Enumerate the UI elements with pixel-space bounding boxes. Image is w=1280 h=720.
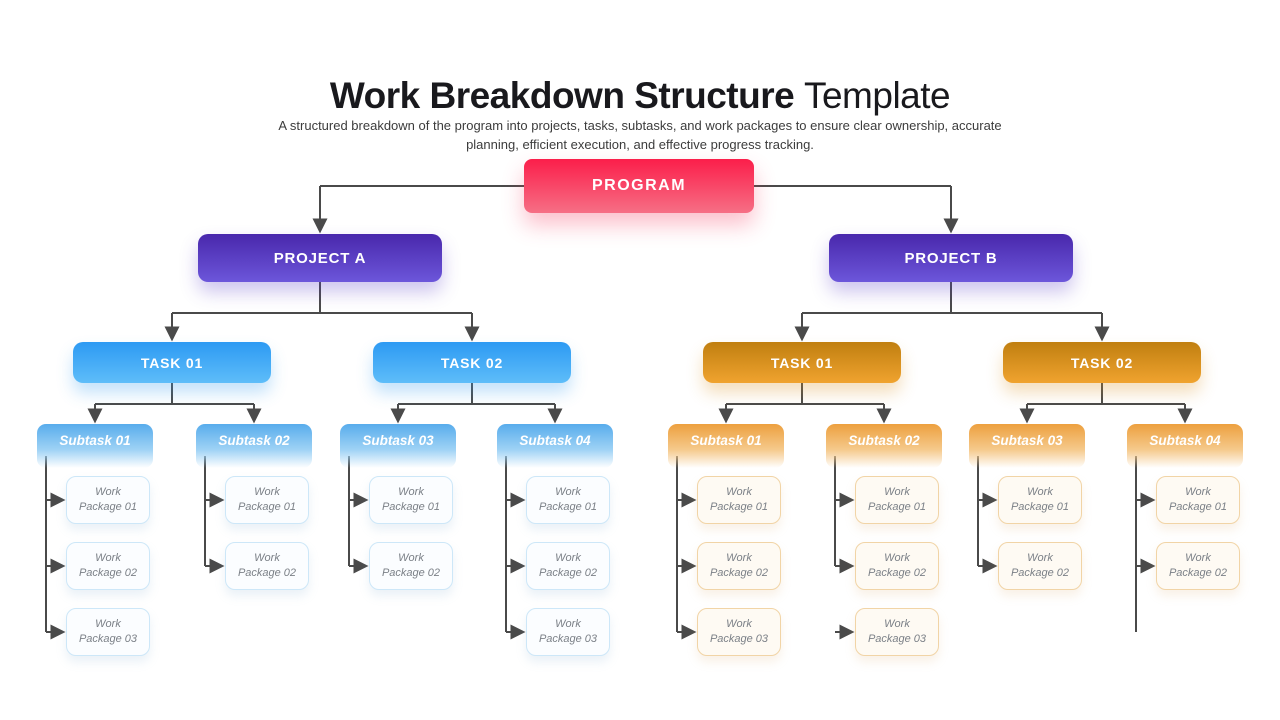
project-a-box: PROJECT A — [198, 234, 442, 282]
task-box-b1: TASK 01 — [703, 342, 901, 383]
work-package-box: Work Package 01 — [998, 476, 1082, 524]
work-package-box: Work Package 02 — [66, 542, 150, 590]
work-package-box: Work Package 02 — [998, 542, 1082, 590]
work-package-box: Work Package 03 — [66, 608, 150, 656]
work-package-box: Work Package 03 — [855, 608, 939, 656]
work-package-box: Work Package 02 — [369, 542, 453, 590]
task-box-a2: TASK 02 — [373, 342, 571, 383]
page-title-light: Template — [803, 74, 951, 116]
page-subtitle: A structured breakdown of the program in… — [278, 118, 1002, 152]
page-title: Work Breakdown Structure Template — [0, 75, 1280, 117]
work-package-box: Work Package 01 — [1156, 476, 1240, 524]
subtask-box: Subtask 03 — [340, 424, 456, 468]
work-package-box: Work Package 01 — [855, 476, 939, 524]
work-package-box: Work Package 03 — [697, 608, 781, 656]
subtask-box: Subtask 03 — [969, 424, 1085, 468]
work-package-box: Work Package 02 — [855, 542, 939, 590]
subtask-box: Subtask 02 — [826, 424, 942, 468]
subtask-box: Subtask 02 — [196, 424, 312, 468]
task-box-a1: TASK 01 — [73, 342, 271, 383]
subtask-box: Subtask 01 — [37, 424, 153, 468]
work-package-box: Work Package 02 — [697, 542, 781, 590]
program-box: PROGRAM — [524, 159, 754, 213]
work-package-box: Work Package 02 — [225, 542, 309, 590]
work-package-box: Work Package 02 — [526, 542, 610, 590]
subtask-box: Subtask 01 — [668, 424, 784, 468]
subtask-box: Subtask 04 — [1127, 424, 1243, 468]
work-package-box: Work Package 01 — [526, 476, 610, 524]
work-package-box: Work Package 01 — [66, 476, 150, 524]
work-package-box: Work Package 03 — [526, 608, 610, 656]
page-title-bold: Work Breakdown Structure — [329, 74, 795, 116]
work-package-box: Work Package 01 — [225, 476, 309, 524]
work-package-box: Work Package 02 — [1156, 542, 1240, 590]
subtask-box: Subtask 04 — [497, 424, 613, 468]
project-b-box: PROJECT B — [829, 234, 1073, 282]
work-package-box: Work Package 01 — [369, 476, 453, 524]
work-package-box: Work Package 01 — [697, 476, 781, 524]
task-box-b2: TASK 02 — [1003, 342, 1201, 383]
